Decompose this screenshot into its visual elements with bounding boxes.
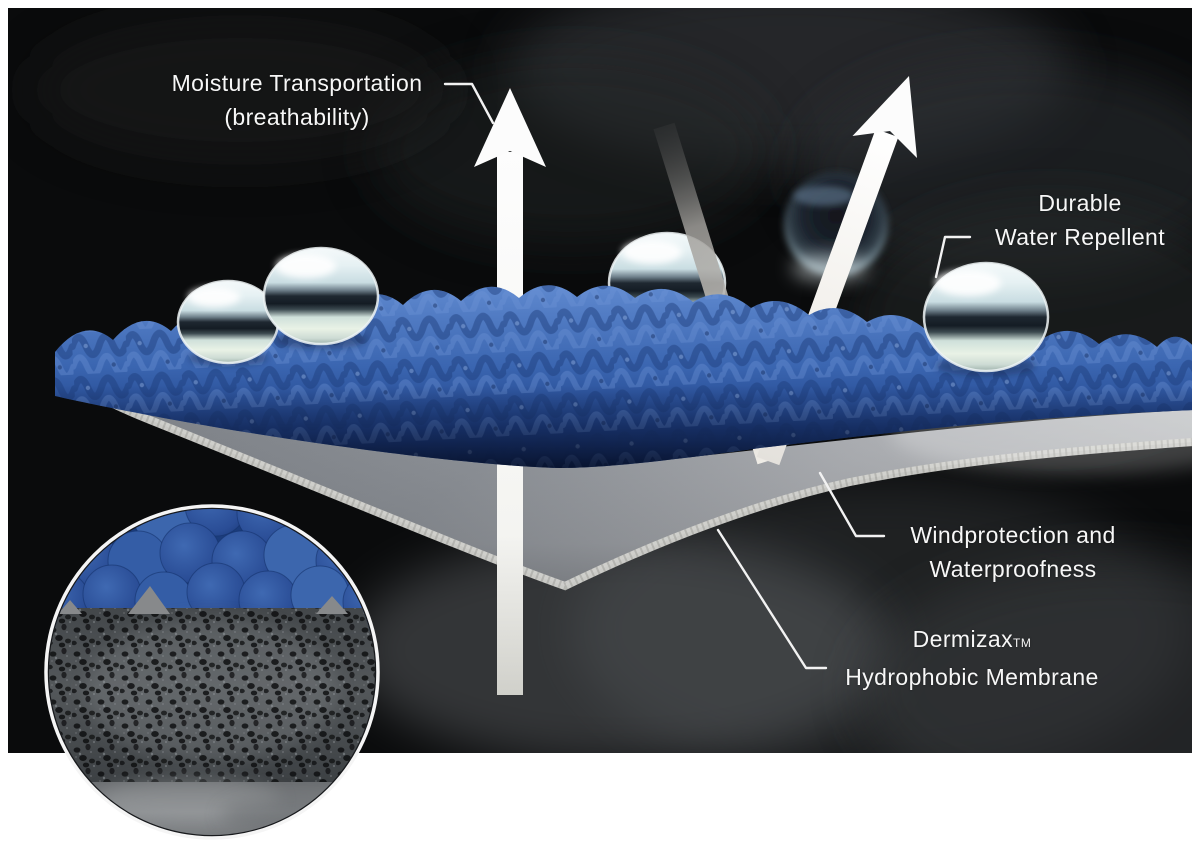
water-droplet-left-large: [262, 246, 380, 349]
water-droplet-right: [922, 261, 1050, 376]
label-line: Waterproofness: [929, 556, 1097, 582]
label-moisture-transportation: Moisture Transportation (breathability): [130, 66, 464, 134]
label-line: DermizaxTM: [820, 622, 1124, 660]
label-durable-water-repellent: Durable Water Repellent: [960, 186, 1200, 254]
label-line: Water Repellent: [994, 224, 1166, 250]
membrane-shading: [62, 374, 1192, 586]
label-dermizax-membrane: DermizaxTM Hydrophobic Membrane: [820, 622, 1124, 694]
label-line: Windprotection and: [910, 522, 1116, 548]
brand-name: Dermizax: [912, 626, 1013, 652]
diagram-canvas: [8, 8, 1192, 753]
inset-interface-peaks: [58, 586, 348, 614]
trademark-symbol: TM: [1013, 636, 1032, 650]
label-line: (breathability): [224, 104, 370, 130]
label-line: Hydrophobic Membrane: [845, 664, 1099, 690]
leader-line-membrane: [716, 528, 828, 670]
leader-line-moisture: [443, 82, 495, 125]
label-line: Durable: [1038, 190, 1122, 216]
leader-line-durable: [934, 235, 972, 279]
label-windprotection: Windprotection and Waterproofness: [860, 518, 1166, 586]
leader-line-windprotection: [818, 471, 886, 538]
label-line: Moisture Transportation: [171, 70, 423, 96]
water-droplet-left-small: [176, 279, 280, 366]
